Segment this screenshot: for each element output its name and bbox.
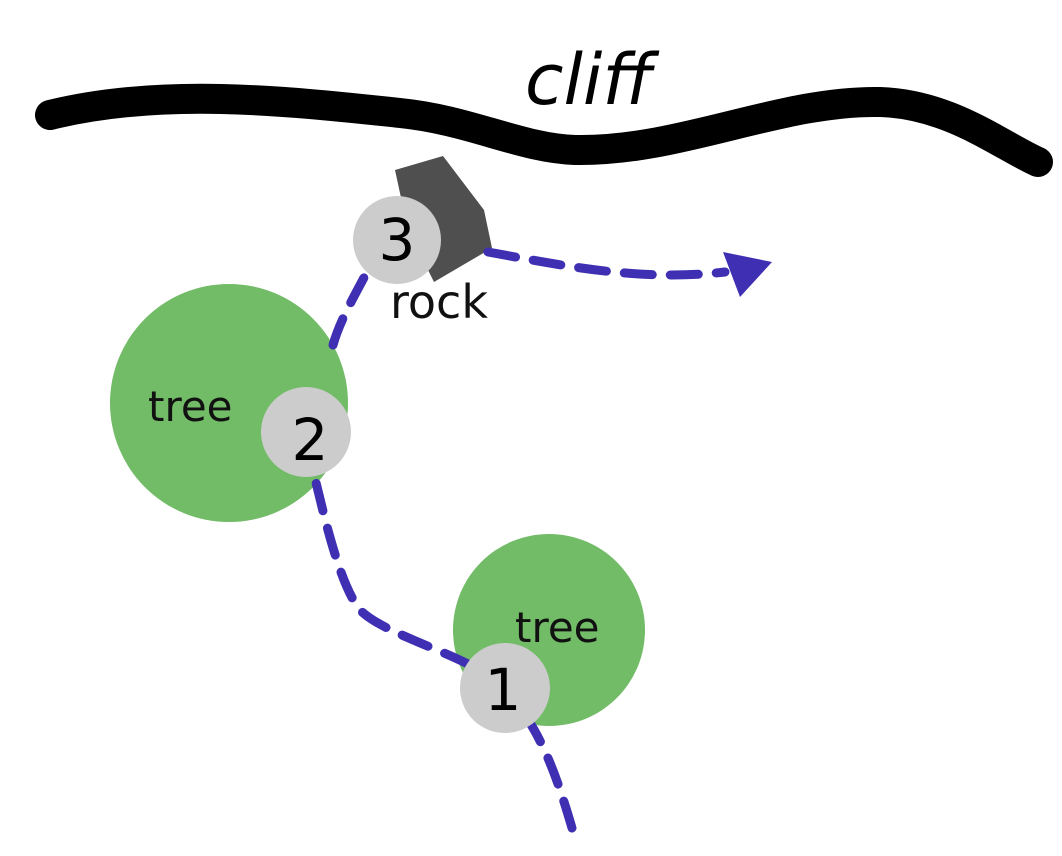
route-path <box>308 247 730 833</box>
waypoint-marker-1 <box>460 643 550 733</box>
waypoint-marker-2 <box>261 387 351 477</box>
waypoint-number-2: 2 <box>292 406 329 474</box>
tree-bottom-label: tree <box>515 603 600 652</box>
tree-top-label: tree <box>148 382 233 431</box>
waypoint-number-3: 3 <box>379 206 416 274</box>
rock-label: rock <box>390 275 488 329</box>
waypoint-marker-3 <box>353 196 441 284</box>
cliff-line <box>35 83 1053 177</box>
route-arrowhead <box>723 252 772 297</box>
waypoint-number-1: 1 <box>485 656 522 724</box>
cliff-label: cliff <box>525 39 660 121</box>
